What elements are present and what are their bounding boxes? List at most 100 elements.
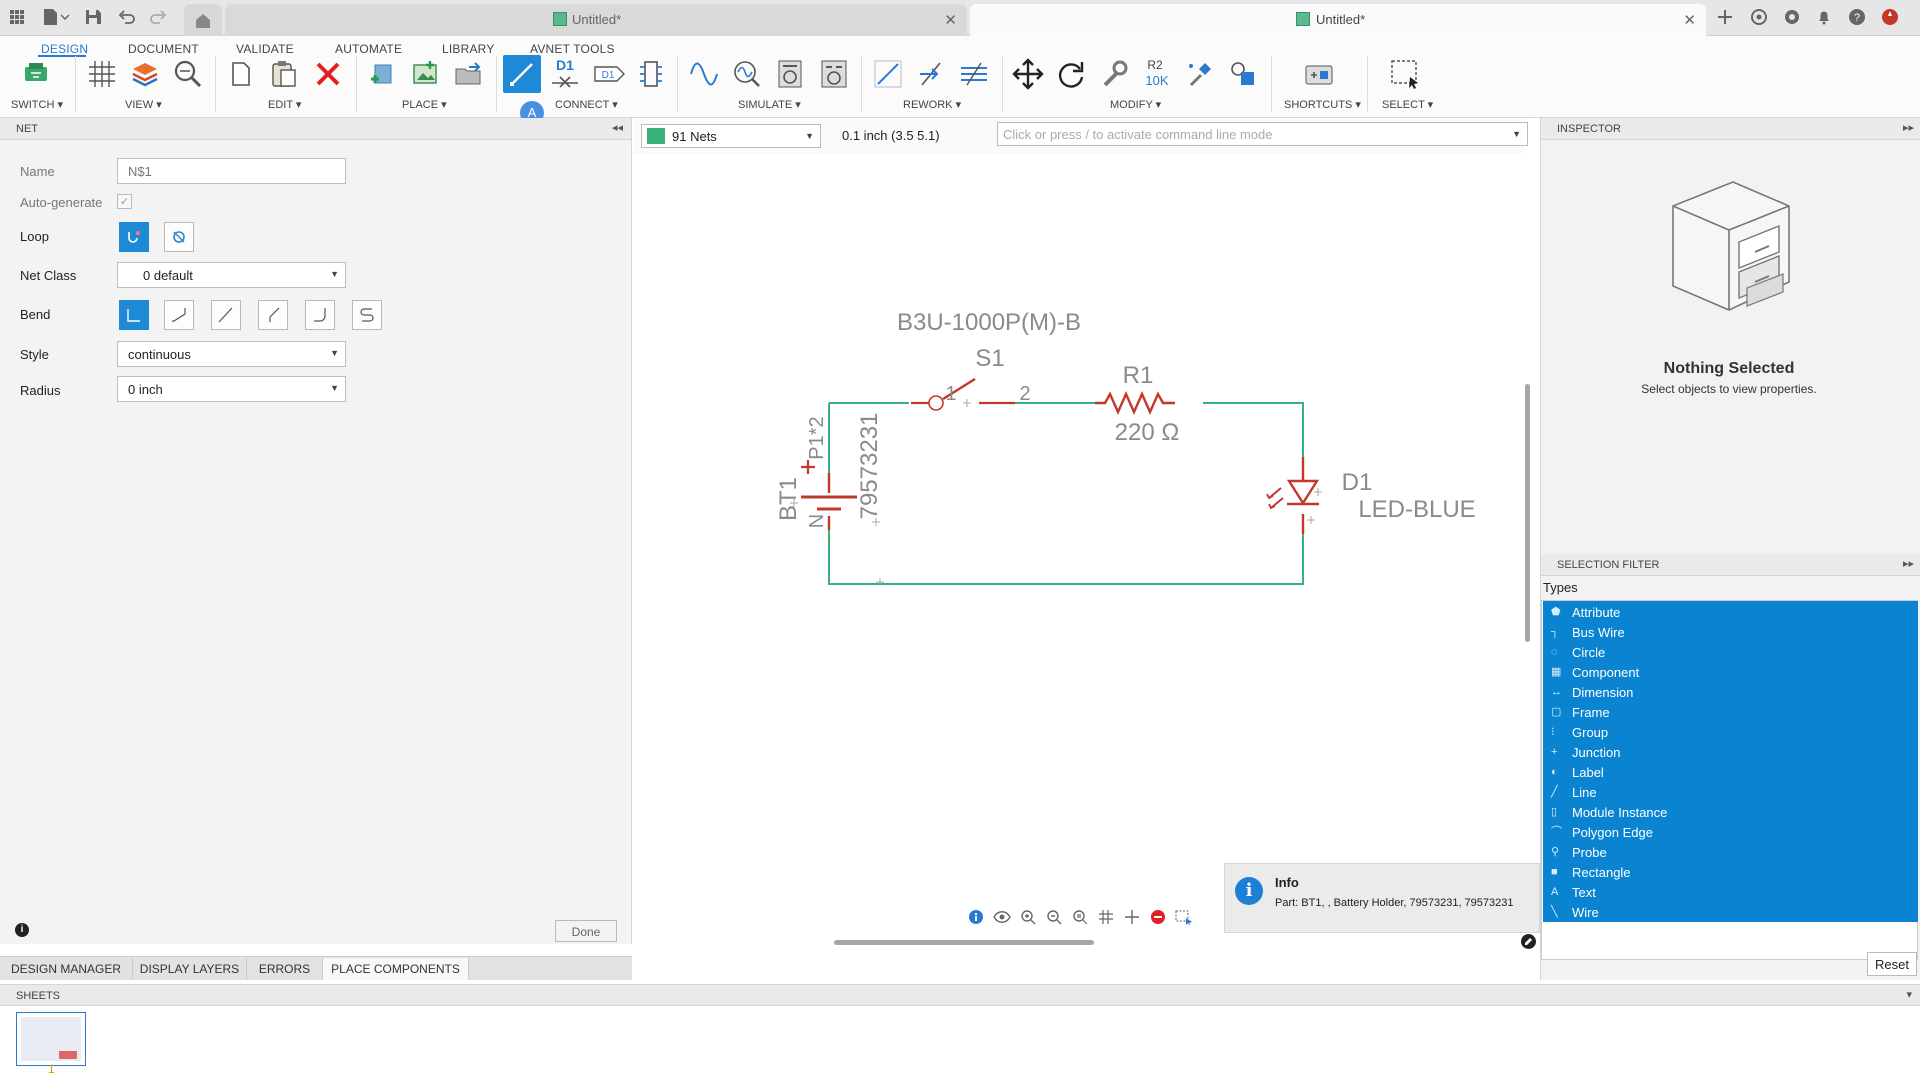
edit-group-label[interactable]: EDIT ▾ [268, 98, 301, 111]
sim-results-button[interactable] [815, 55, 853, 93]
bend-style-2-button[interactable] [164, 300, 194, 330]
bus-button[interactable] [633, 55, 671, 93]
select-group-label[interactable]: SELECT ▾ [1382, 98, 1433, 111]
modify-group-label[interactable]: MODIFY ▾ [1110, 98, 1161, 111]
new-tab-icon[interactable] [1714, 6, 1736, 28]
tab-avnet-tools[interactable]: AVNET TOOLS [530, 42, 615, 56]
move-button[interactable] [1009, 55, 1047, 93]
rework-group-label[interactable]: REWORK ▾ [903, 98, 961, 111]
tab-document[interactable]: DOCUMENT [128, 42, 199, 56]
expand-panel-icon[interactable]: ▸▸ [1903, 557, 1914, 570]
zoom-in-icon[interactable] [1015, 904, 1041, 930]
wire-d1-bt1[interactable] [829, 524, 1303, 584]
smash-button[interactable] [1181, 55, 1219, 93]
redo-icon[interactable] [148, 6, 170, 28]
filter-item-module-instance[interactable]: ▯Module Instance [1543, 802, 1918, 822]
tab-design[interactable]: DESIGN [41, 42, 88, 56]
selection-box-icon[interactable] [1171, 904, 1197, 930]
zoom-button[interactable] [169, 55, 207, 93]
loop-option-2-button[interactable] [164, 222, 194, 252]
tab-library[interactable]: LIBRARY [442, 42, 495, 56]
properties-button[interactable] [1095, 55, 1133, 93]
filter-item-wire[interactable]: ╲Wire [1543, 902, 1918, 922]
filter-item-bus-wire[interactable]: ┐Bus Wire [1543, 622, 1918, 642]
select-button[interactable] [1386, 55, 1424, 93]
sim-run-button[interactable] [771, 55, 809, 93]
net-class-select[interactable]: 0 default ▼ [117, 262, 346, 288]
info-icon[interactable]: i [15, 923, 29, 937]
filter-item-circle[interactable]: ◌Circle [1543, 642, 1918, 662]
switch-group-label[interactable]: SWITCH ▾ [11, 98, 63, 111]
simulate-group-label[interactable]: SIMULATE ▾ [738, 98, 801, 111]
filter-item-label[interactable]: ◐Label [1543, 762, 1918, 782]
value-button[interactable]: R210K [1138, 55, 1176, 93]
place-image-button[interactable] [406, 55, 444, 93]
filter-item-line[interactable]: ╱Line [1543, 782, 1918, 802]
place-module-button[interactable] [449, 55, 487, 93]
filter-item-junction[interactable]: +Junction [1543, 742, 1918, 762]
collapse-panel-icon[interactable]: ◂◂ [612, 121, 623, 134]
file-menu-icon[interactable] [40, 6, 70, 28]
net-tool-button[interactable] [503, 55, 541, 93]
eye-icon[interactable] [989, 904, 1015, 930]
document-tab[interactable]: Untitled* ✕ [225, 4, 967, 36]
tab-errors[interactable]: ERRORS [247, 958, 323, 980]
rework-lines-button[interactable] [955, 55, 993, 93]
bend-style-3-button[interactable] [211, 300, 241, 330]
paste-button[interactable] [265, 55, 303, 93]
rotate-button[interactable] [1052, 55, 1090, 93]
canvas-vertical-scrollbar[interactable] [1525, 384, 1530, 642]
command-line-input[interactable]: Click or press / to activate command lin… [997, 122, 1528, 146]
filter-item-group[interactable]: ⁝Group [1543, 722, 1918, 742]
place-group-label[interactable]: PLACE ▾ [402, 98, 447, 111]
switch-s1[interactable] [911, 379, 1015, 410]
filter-item-text[interactable]: AText [1543, 882, 1918, 902]
close-icon[interactable]: ✕ [1683, 11, 1696, 29]
document-tab-active[interactable]: Untitled* ✕ [970, 4, 1706, 36]
filter-item-rectangle[interactable]: ■Rectangle [1543, 862, 1918, 882]
sheet-thumbnail[interactable] [16, 1012, 86, 1066]
name-net-button[interactable]: D1 [546, 55, 584, 93]
led-d1[interactable] [1267, 457, 1322, 534]
app-grid-icon[interactable] [6, 6, 28, 28]
extensions-icon[interactable] [1748, 6, 1770, 28]
info-circle-icon[interactable] [963, 904, 989, 930]
view-group-label[interactable]: VIEW ▾ [125, 98, 162, 111]
resistor-r1[interactable] [1095, 394, 1175, 412]
sim-probe-button[interactable] [728, 55, 766, 93]
reset-button[interactable]: Reset [1867, 952, 1917, 976]
tab-validate[interactable]: VALIDATE [236, 42, 294, 56]
nets-dropdown[interactable]: 91 Nets ▼ [641, 124, 821, 148]
filter-item-polygon-edge[interactable]: ⌒Polygon Edge [1543, 822, 1918, 842]
style-select[interactable]: continuous ▼ [117, 341, 346, 367]
copy-button[interactable] [223, 55, 261, 93]
sim-source-button[interactable] [685, 55, 723, 93]
rework-arrow-button[interactable] [912, 55, 950, 93]
group-button[interactable] [1224, 55, 1262, 93]
switch-workspace-button[interactable] [17, 55, 55, 93]
tab-display-layers[interactable]: DISPLAY LAYERS [133, 958, 247, 980]
radius-select[interactable]: 0 inch ▼ [117, 376, 346, 402]
connect-group-label[interactable]: CONNECT ▾ [555, 98, 618, 111]
tab-automate[interactable]: AUTOMATE [335, 42, 402, 56]
label-button[interactable]: D1 [590, 55, 628, 93]
help-icon[interactable]: ? [1846, 6, 1868, 28]
loop-option-1-button[interactable] [119, 222, 149, 252]
comment-icon[interactable] [1521, 934, 1536, 949]
crosshair-icon[interactable] [1119, 904, 1145, 930]
bend-style-5-button[interactable] [305, 300, 335, 330]
wire-r1-d1[interactable] [1203, 403, 1303, 481]
filter-item-frame[interactable]: ▢Frame [1543, 702, 1918, 722]
place-component-button[interactable] [363, 55, 401, 93]
stop-icon[interactable] [1145, 904, 1171, 930]
bend-style-4-button[interactable] [258, 300, 288, 330]
canvas-horizontal-scrollbar[interactable] [834, 940, 1094, 945]
delete-button[interactable] [309, 55, 347, 93]
close-icon[interactable]: ✕ [944, 11, 957, 29]
bend-style-6-button[interactable] [352, 300, 382, 330]
rework-line-button[interactable] [869, 55, 907, 93]
save-icon[interactable] [82, 6, 104, 28]
expand-panel-icon[interactable]: ▸▸ [1903, 121, 1914, 134]
grid-button[interactable] [83, 55, 121, 93]
notifications-icon[interactable] [1813, 6, 1835, 28]
